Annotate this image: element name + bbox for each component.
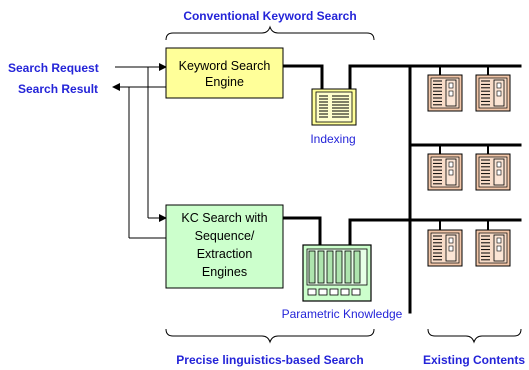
bottom-brace-right bbox=[427, 328, 522, 344]
parametric-knowledge-rack-icon bbox=[302, 244, 372, 302]
search-request-label: Search Request bbox=[8, 61, 99, 75]
content-server-icon bbox=[427, 66, 463, 112]
content-server-icon bbox=[475, 145, 511, 191]
top-brace bbox=[165, 25, 375, 41]
kc-search-engine-box: KC Search with Sequence/ Extraction Engi… bbox=[165, 204, 284, 289]
kc-engine-line-4: Engines bbox=[202, 265, 247, 279]
network-lines bbox=[282, 64, 522, 314]
indexing-label: Indexing bbox=[310, 132, 355, 146]
keyword-search-engine-box: Keyword Search Engine bbox=[165, 47, 284, 99]
content-server-icon bbox=[475, 66, 511, 112]
content-servers bbox=[427, 66, 511, 267]
existing-contents-label: Existing Contents bbox=[423, 353, 525, 367]
content-server-icon bbox=[427, 145, 463, 191]
keyword-engine-line-2: Engine bbox=[205, 75, 244, 89]
precise-linguistics-search-label: Precise linguistics-based Search bbox=[176, 353, 363, 367]
parametric-knowledge-label: Parametric Knowledge bbox=[282, 307, 403, 321]
bottom-brace-left bbox=[165, 328, 375, 344]
indexing-server-icon bbox=[311, 88, 357, 126]
keyword-engine-line-1: Keyword Search bbox=[179, 59, 271, 73]
content-server-icon bbox=[475, 221, 511, 267]
content-server-icon bbox=[427, 221, 463, 267]
kc-engine-line-1: KC Search with bbox=[181, 211, 267, 225]
kc-engine-line-3: Extraction bbox=[197, 247, 253, 261]
conventional-keyword-search-label: Conventional Keyword Search bbox=[183, 9, 356, 23]
kc-engine-line-2: Sequence/ bbox=[195, 229, 255, 243]
search-result-label: Search Result bbox=[18, 82, 98, 96]
connectors bbox=[112, 63, 167, 239]
